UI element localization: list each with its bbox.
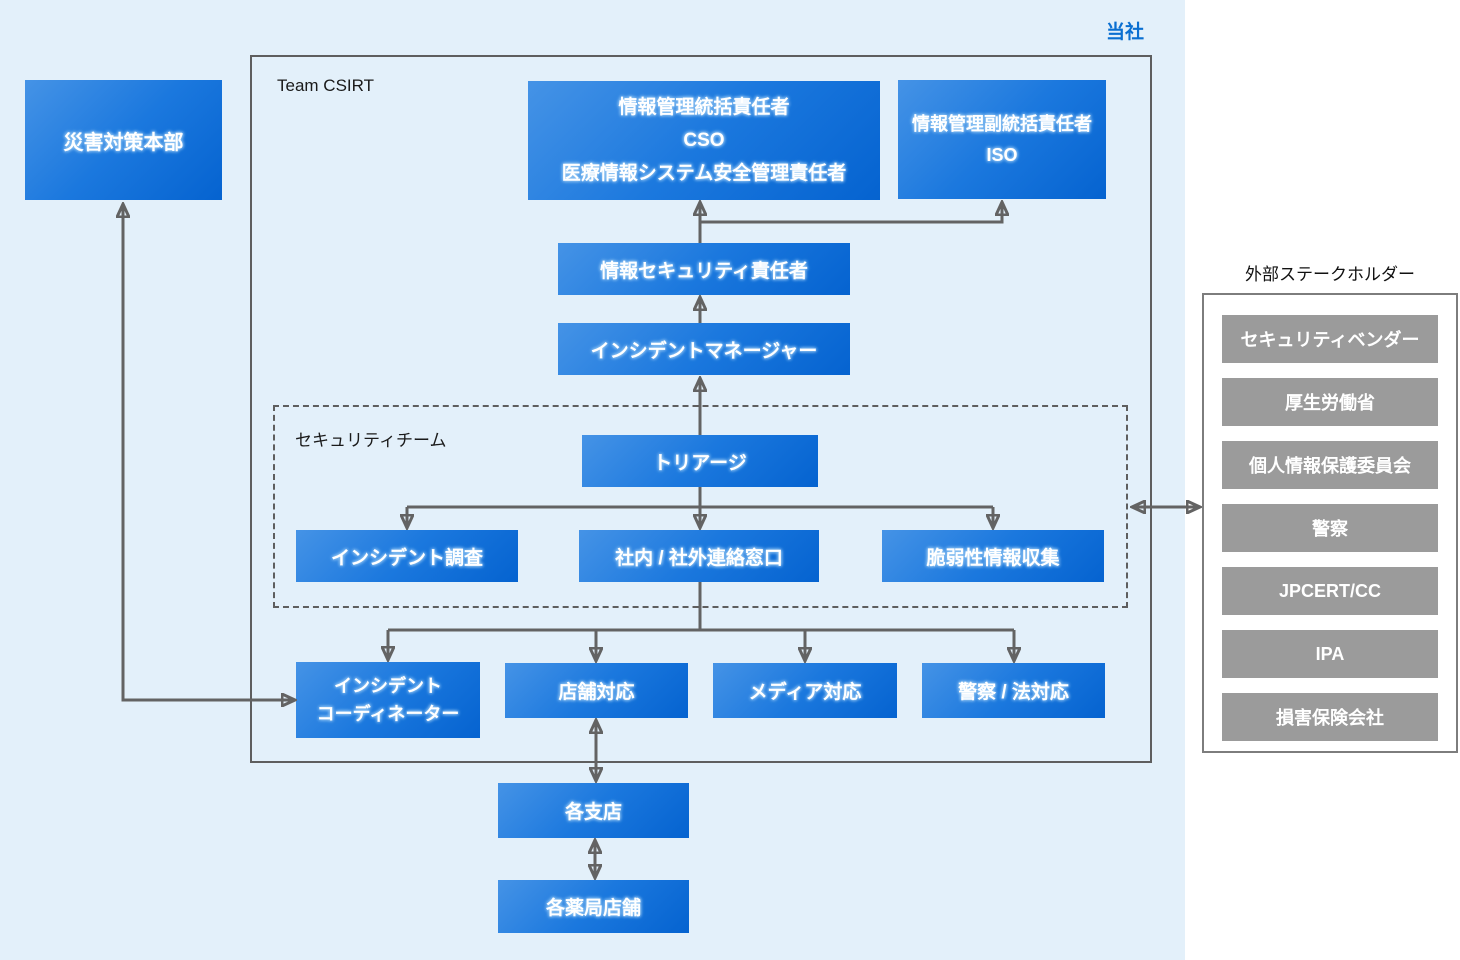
node-label-line: 情報管理副統括責任者 [912,113,1092,134]
external-item-ppc: 個人情報保護委員会 [1222,441,1438,489]
node-label: 警察 / 法対応 [958,682,1069,703]
node-label: 各薬局店舗 [545,898,641,919]
node-contact-desk: 社内 / 社外連絡窓口 [579,530,819,582]
node-incident-investigation: インシデント調査 [296,530,518,582]
external-item-jpcert: JPCERT/CC [1222,567,1438,615]
node-label-line: ISO [986,144,1018,165]
node-store-response: 店舗対応 [505,663,688,718]
external-item-insurance: 損害保険会社 [1222,693,1438,741]
node-police-legal-response: 警察 / 法対応 [922,663,1105,718]
external-item-ipa: IPA [1222,630,1438,678]
team-csirt-label: Team CSIRT [277,76,374,95]
node-label: 情報セキュリティ責任者 [600,260,808,282]
node-label-line: CSO [683,130,725,151]
node-pharmacy-stores: 各薬局店舗 [498,880,689,933]
node-label: トリアージ [653,452,747,474]
external-stakeholders-panel: セキュリティベンダー 厚生労働省 個人情報保護委員会 警察 JPCERT/CC … [1202,293,1458,753]
external-item-police: 警察 [1222,504,1438,552]
node-label: 各支店 [564,802,622,823]
external-item-mhlw: 厚生労働省 [1222,378,1438,426]
node-label: メディア対応 [748,682,862,703]
node-label: インシデントマネージャー [590,340,818,362]
node-label: 脆弱性情報収集 [926,547,1060,569]
node-security-officer: 情報セキュリティ責任者 [558,243,850,295]
node-label: 店舗対応 [558,682,635,703]
node-branches: 各支店 [498,783,689,838]
node-incident-manager: インシデントマネージャー [558,323,850,375]
external-stakeholders-title: 外部ステークホルダー [1245,265,1415,284]
node-label: 災害対策本部 [63,131,184,154]
node-chief-information-officer: 情報管理統括責任者 CSO 医療情報システム安全管理責任者 [528,81,880,200]
external-item-security-vendor: セキュリティベンダー [1222,315,1438,363]
company-label: 当社 [1105,22,1144,43]
security-team-label: セキュリティチーム [295,431,447,450]
node-incident-coordinator: インシデント コーディネーター [296,662,480,738]
node-label-line: コーディネーター [316,704,460,724]
node-triage: トリアージ [582,435,818,487]
node-label-line: 医療情報システム安全管理責任者 [561,163,847,184]
node-disaster-hq: 災害対策本部 [25,80,222,200]
node-label-line: インシデント [334,676,442,696]
node-deputy-information-officer: 情報管理副統括責任者 ISO [898,80,1106,199]
node-vulnerability-collection: 脆弱性情報収集 [882,530,1104,582]
node-label: インシデント調査 [330,547,483,569]
node-label-line: 情報管理統括責任者 [618,97,790,118]
node-media-response: メディア対応 [713,663,897,718]
node-label: 社内 / 社外連絡窓口 [615,547,783,569]
